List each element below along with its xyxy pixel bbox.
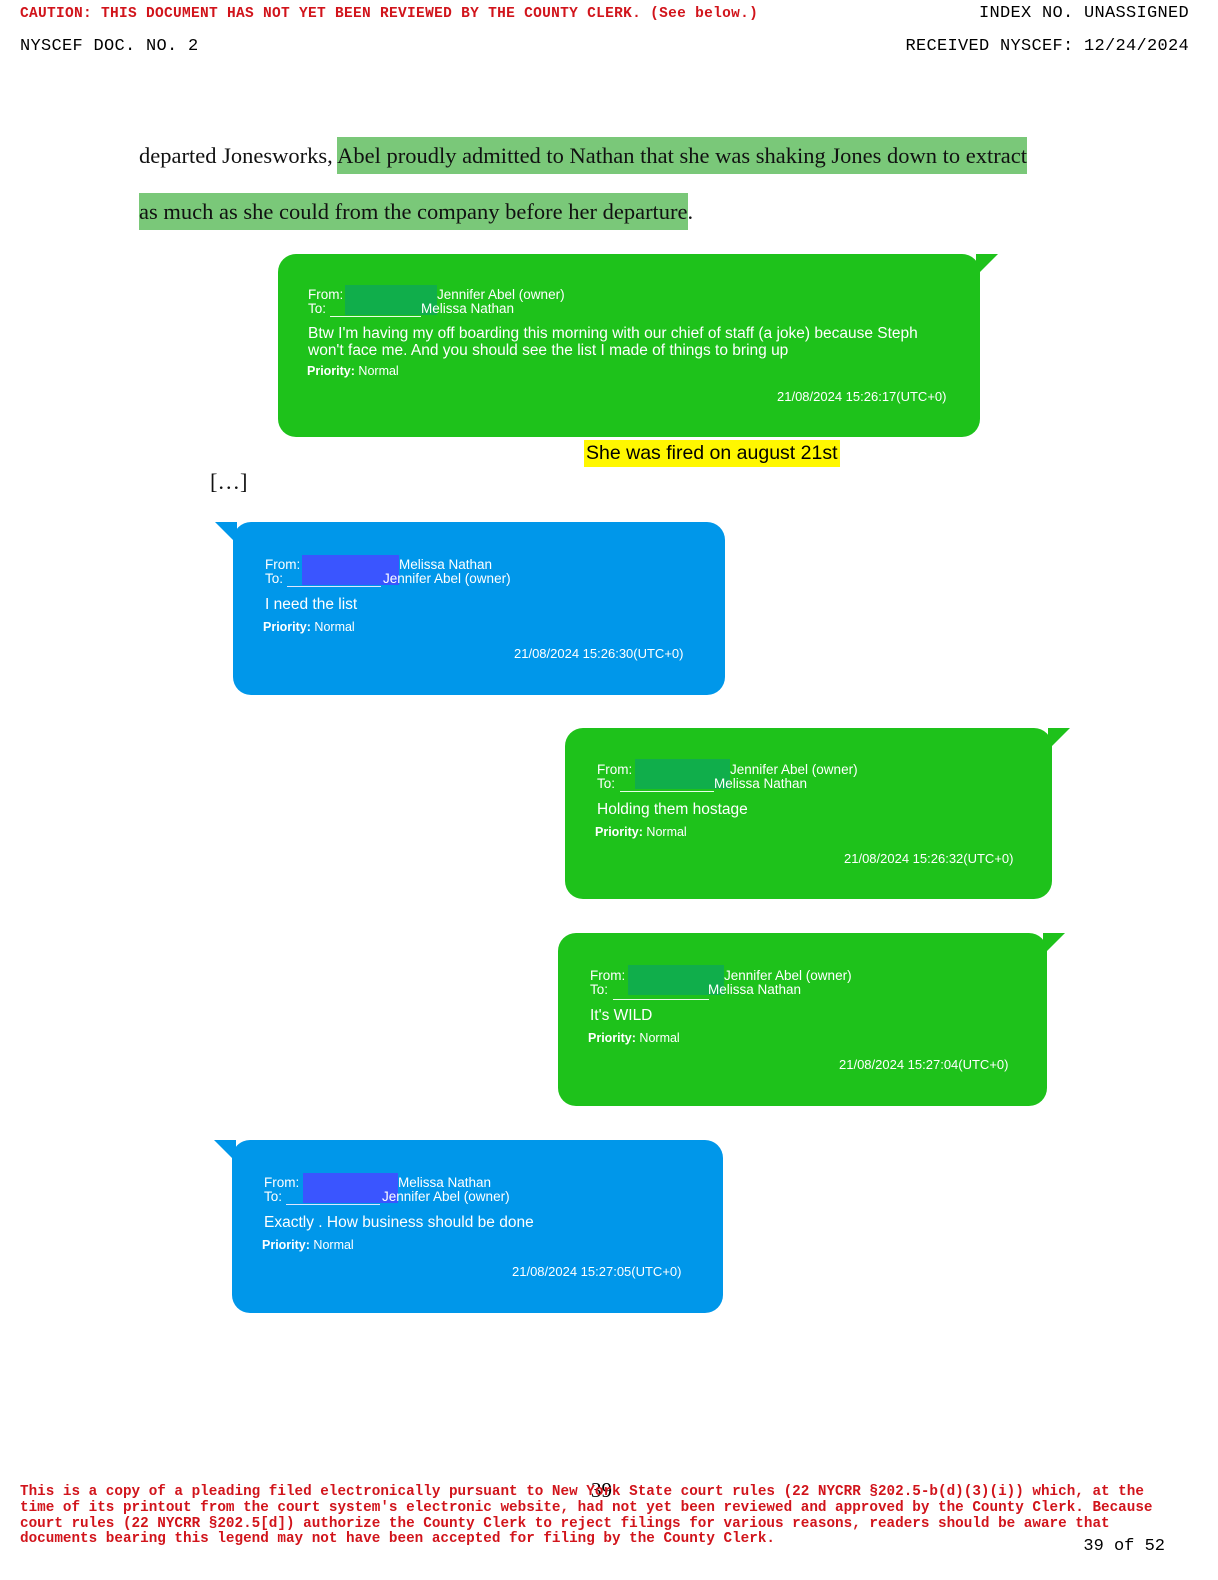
bubble-tail	[214, 1140, 236, 1162]
body-line-1-plain: departed Jonesworks,	[139, 143, 338, 168]
priority-value: Normal	[358, 364, 399, 378]
redaction-bar	[628, 965, 724, 995]
bubble-tail	[976, 254, 998, 276]
message-timestamp: 21/08/2024 15:26:30(UTC+0)	[514, 646, 684, 661]
ellipsis: […]	[210, 469, 248, 494]
message-timestamp: 21/08/2024 15:26:32(UTC+0)	[844, 851, 1014, 866]
redaction-underline	[287, 586, 381, 587]
message-text-line-2: won't face me. And you should see the li…	[308, 342, 789, 359]
message-text: Holding them hostage	[597, 801, 748, 818]
from-label: From:	[590, 968, 626, 983]
to-label: To:	[308, 301, 327, 316]
from-name: Jennifer Abel (owner)	[437, 287, 565, 302]
priority-label: Priority:	[263, 620, 311, 634]
bubble-tail	[215, 522, 237, 544]
priority: Priority: Normal	[595, 825, 687, 839]
priority-label: Priority:	[588, 1031, 636, 1045]
from-label: From:	[597, 762, 633, 777]
to-name: Jennifer Abel (owner)	[383, 571, 511, 586]
to-label: To:	[590, 982, 609, 997]
redaction-bar	[303, 1173, 398, 1203]
body-line-2-end: .	[687, 199, 694, 224]
message-bubble: From: Jennifer Abel (owner) To: Melissa …	[558, 933, 1065, 1106]
page-number: 39	[591, 1478, 612, 1502]
from-label: From:	[265, 557, 301, 572]
to-label: To:	[597, 776, 616, 791]
from-label: From:	[308, 287, 344, 302]
page-count: 39 of 52	[1083, 1537, 1165, 1556]
priority-value: Normal	[314, 620, 355, 634]
doc-number: NYSCEF DOC. NO. 2	[20, 37, 199, 56]
redaction-underline	[286, 1204, 380, 1205]
body-line-1: departed Jonesworks, Abel proudly admitt…	[139, 137, 1027, 174]
message-bubble: From: Jennifer Abel (owner) To: Melissa …	[278, 254, 998, 437]
message-text: Exactly . How business should be done	[264, 1214, 534, 1231]
message-timestamp: 21/08/2024 15:26:17(UTC+0)	[777, 389, 947, 404]
body-line-2-highlight: as much as she could from the company be…	[139, 193, 688, 230]
priority-label: Priority:	[595, 825, 643, 839]
redaction-bar	[345, 285, 437, 315]
priority: Priority: Normal	[588, 1031, 680, 1045]
message-bubble: From: Jennifer Abel (owner) To: Melissa …	[565, 728, 1070, 899]
received-date: RECEIVED NYSCEF: 12/24/2024	[905, 37, 1189, 56]
message-text: It's WILD	[590, 1007, 653, 1024]
from-name: Melissa Nathan	[399, 557, 493, 572]
message-text: I need the list	[265, 596, 358, 613]
index-number: INDEX NO. UNASSIGNED	[978, 4, 1189, 23]
priority: Priority: Normal	[307, 364, 399, 378]
redaction-bar	[635, 759, 730, 789]
body-line-1-highlight: Abel proudly admitted to Nathan that she…	[337, 137, 1027, 174]
to-name: Melissa Nathan	[714, 776, 808, 791]
to-name: Melissa Nathan	[421, 301, 515, 316]
redaction-underline	[620, 791, 714, 792]
message-timestamp: 21/08/2024 15:27:04(UTC+0)	[839, 1057, 1009, 1072]
from-name: Jennifer Abel (owner)	[724, 968, 852, 983]
to-label: To:	[264, 1189, 283, 1204]
priority: Priority: Normal	[262, 1238, 354, 1252]
redaction-underline	[613, 999, 709, 1000]
body-line-2: as much as she could from the company be…	[139, 193, 694, 230]
priority-value: Normal	[639, 1031, 680, 1045]
to-label: To:	[265, 571, 284, 586]
from-label: From:	[264, 1175, 300, 1190]
priority-value: Normal	[313, 1238, 354, 1252]
priority: Priority: Normal	[263, 620, 355, 634]
from-name: Jennifer Abel (owner)	[730, 762, 858, 777]
message-bubble: From: Melissa Nathan To: Jennifer Abel (…	[215, 522, 725, 695]
caution-banner: CAUTION: THIS DOCUMENT HAS NOT YET BEEN …	[20, 6, 759, 22]
annotation-note: She was fired on august 21st	[584, 440, 840, 467]
priority-label: Priority:	[307, 364, 355, 378]
to-name: Melissa Nathan	[708, 982, 802, 997]
priority-value: Normal	[646, 825, 687, 839]
bubble-tail	[1043, 933, 1065, 955]
bubble-tail	[1048, 728, 1070, 750]
message-text: Btw I'm having my off boarding this morn…	[308, 325, 918, 342]
footer-legend: This is a copy of a pleading filed elect…	[20, 1484, 1153, 1548]
redaction-underline	[330, 316, 421, 317]
from-name: Melissa Nathan	[398, 1175, 492, 1190]
message-timestamp: 21/08/2024 15:27:05(UTC+0)	[512, 1264, 682, 1279]
priority-label: Priority:	[262, 1238, 310, 1252]
to-name: Jennifer Abel (owner)	[382, 1189, 510, 1204]
redaction-bar	[302, 555, 399, 585]
message-bubble: From: Melissa Nathan To: Jennifer Abel (…	[214, 1140, 723, 1313]
